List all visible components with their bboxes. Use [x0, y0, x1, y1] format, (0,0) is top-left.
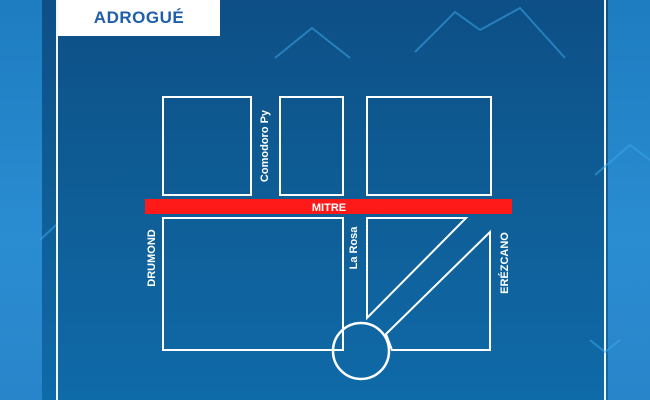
block-top-right	[366, 96, 492, 196]
map-frame	[56, 0, 606, 400]
main-street-bar	[145, 199, 512, 214]
right-side-strip	[608, 0, 650, 400]
decorative-chevrons	[39, 6, 650, 354]
main-street-label: MITRE	[312, 202, 346, 214]
chevron-deco-3	[479, 6, 566, 59]
title-tab: ADROGUÉ	[58, 0, 220, 36]
chevron-deco-5	[39, 224, 57, 241]
block-top-left	[162, 96, 252, 196]
chevron-deco-2	[414, 10, 481, 53]
chevron-deco-6	[589, 339, 621, 354]
plaza-circle	[331, 321, 391, 381]
block-bottom-right-lower	[384, 229, 491, 351]
street-label-larosa: La Rosa	[348, 226, 360, 270]
left-side-strip	[0, 0, 42, 400]
block-bottom-left	[162, 217, 344, 351]
chevron-deco-1	[274, 26, 351, 59]
street-label-comodoro: Comodoro Py	[259, 109, 271, 182]
location-title: ADROGUÉ	[93, 8, 185, 27]
block-bottom-right-upper	[366, 217, 469, 321]
street-label-drumond: DRUMOND	[146, 229, 158, 286]
block-top-middle	[279, 96, 344, 196]
chevron-deco-4	[594, 143, 650, 176]
street-label-erezcano: ERÉZCANO	[498, 232, 511, 294]
